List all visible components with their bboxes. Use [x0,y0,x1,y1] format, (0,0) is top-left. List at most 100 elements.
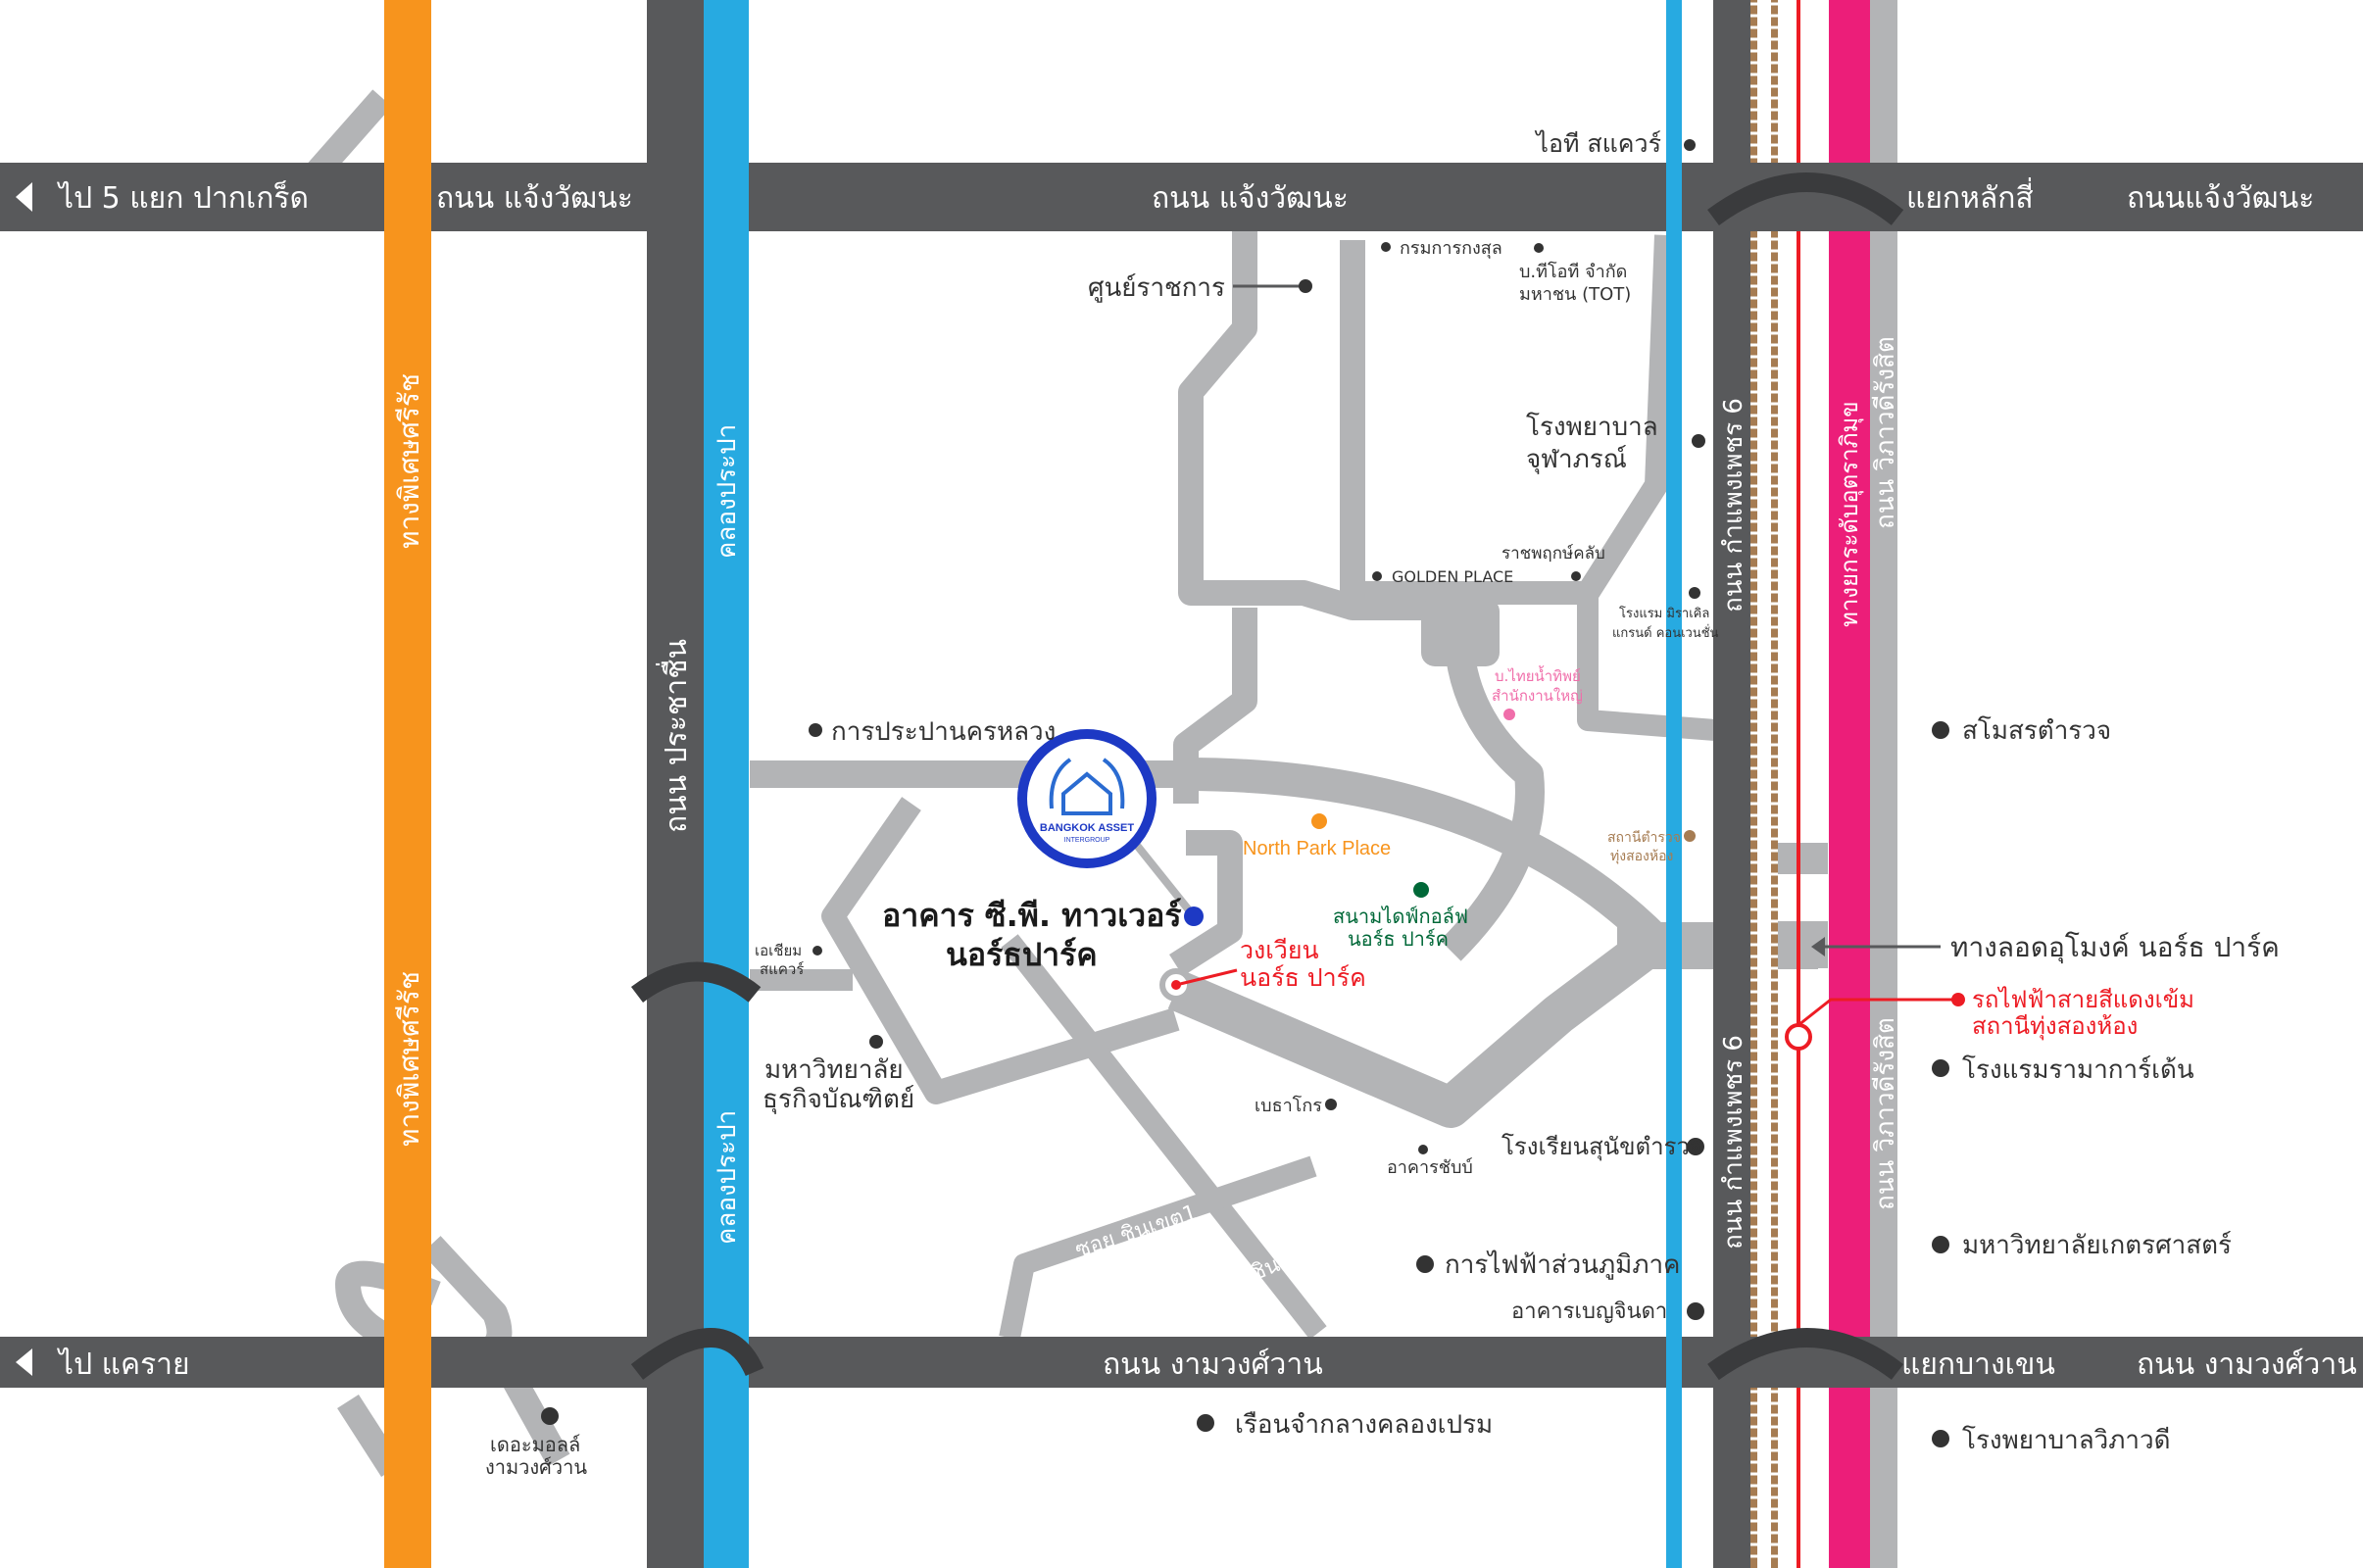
bangkok-asset-logo: BANGKOK ASSET INTERGROUP [1017,729,1157,868]
logo-brand: BANGKOK ASSET [1040,822,1134,834]
place-waterworks-line2: สำนักงานใหญ่ [1492,687,1583,705]
place-hotel-line2: แกรนด์ คอนเวนชั่น [1612,624,1719,641]
place-betagro: เบธาโกร [1255,1095,1322,1116]
place-dot [809,723,822,737]
road-label: ถนน งามวงศ์วาน [2137,1348,2357,1382]
road-label: แยกบางเขน [1901,1348,2055,1382]
place-benchinda: อาคารเบญจินดา [1511,1299,1667,1324]
place-police-station-line1: สถานีตำรวจ [1607,830,1681,846]
place-dot [1689,587,1700,599]
place-chulabhorn-line2: จุฬาภรณ์ [1526,445,1627,474]
road-label: ถนนแจ้งวัฒนะ [2127,181,2314,216]
minor-road-north-park-arc [1185,758,1669,954]
place-dot [1687,1302,1704,1320]
place-hotel-line1: โรงแรม มิราเคิล [1619,606,1709,621]
laurel-icon [1102,758,1125,809]
place-dot [1571,571,1581,581]
place-dot [1932,1059,1949,1077]
train-line1: รถไฟฟ้าสายสีแดงเข้ม [1972,986,2194,1013]
road-label: ถนน วิภาวดีรังสิต [1871,336,1900,529]
marker-pointer [1131,840,1198,919]
place-kasetsart: มหาวิทยาลัยเกตรศาสตร์ [1962,1231,2232,1260]
place-dot-brown [1684,830,1696,842]
place-dot [1418,1145,1428,1154]
place-dot [869,1035,883,1049]
place-dot [1932,1236,1949,1253]
place-chulabhorn-line1: โรงพยาบาล [1526,412,1658,442]
train-pointer [1797,998,1955,1027]
minor-road-golden-place [1440,603,1545,961]
minor-road-roundabout-feeder [1169,830,1243,976]
kamphaeng-phet-6-road [1713,0,1750,1568]
tunnel-label: ทางลอดอุโมงค์ นอร์ธ ปาร์ค [1950,931,2280,964]
place-police-station-line2: ทุ่งสองห้อง [1610,849,1673,864]
place-dot [812,946,822,956]
place-dot [1381,242,1391,252]
arrow-left-icon [16,182,32,212]
train-line2: สถานีทุ่งสองห้อง [1972,1012,2138,1041]
place-tot-line2: มหาชน (TOT) [1519,284,1631,305]
building-name-line1: อาคาร ซี.พี. ทาวเวอร์ [882,897,1182,934]
place-royal-club: ราชพฤกษ์คลับ [1501,544,1605,564]
road-label: ทางยกระดับอุตราภิมุข [1836,401,1864,627]
road-label: ซอย ชินเขต2 [1204,1234,1330,1303]
road-label: ถนน แจ้งวัฒนะ [436,181,633,216]
road-label: ทางพิเศษศรีรัช [393,971,425,1147]
place-mwa: การประปานครหลวง [831,717,1056,747]
place-amarin-line1: เอเชียม [755,942,802,959]
logo-sub: INTERGROUP [1064,837,1110,844]
place-police-club: สโมสรตำรวจ [1962,715,2111,746]
place-police-kinder: โรงเรียนสุนัขตำรวจ [1501,1133,1703,1161]
place-government-center: ศูนย์ราชการ [1088,273,1225,303]
place-dot [1372,571,1382,581]
minor-road-soi-chinnakhet-1 [999,1155,1317,1341]
roundabout-pointer [1175,968,1238,987]
place-dot [1687,1138,1704,1155]
minor-road-dpu-block [821,797,1180,1104]
place-rama-gardens: โรงแรมรามาการ์เด้น [1962,1054,2194,1085]
roundabout-line2: นอร์ธ ปาร์ค [1240,963,1366,992]
arrow-left-icon [16,1348,32,1376]
place-dot-green [1413,882,1429,898]
place-tot-line1: บ.ทีโอที จำกัด [1519,261,1627,282]
place-dpu-line1: มหาวิทยาลัย [764,1055,904,1085]
uttaraphimuk-tollway [1829,0,1870,1568]
road-label: ถนน แจ้งวัฒนะ [1152,181,1349,216]
place-dot [1416,1255,1434,1273]
minor-road-diagonal-sw [1001,934,1327,1340]
road-label: ถนน กำแพงเพชร 6 [1719,1035,1748,1250]
road-label: ถนน ประชาชื่น [656,639,694,833]
roundabout-line1: วงเวียน [1240,936,1319,964]
place-north-park-place: North Park Place [1243,838,1391,859]
prapa-canal-overlay [704,0,749,1568]
building-name-line2: นอร์ธปาร์ค [946,936,1098,973]
minor-road-government-east [1340,240,1451,620]
place-dot [1932,721,1949,739]
place-dot [1534,243,1544,253]
road-label: ถนน กำแพงเพชร 6 [1719,398,1748,612]
minor-road-government-loop [1178,196,1356,620]
place-the-mall-line1: เดอะมอลล์ [490,1433,580,1456]
place-rights-dept: กรมการกงสุล [1400,238,1502,259]
road-label: คลองประปา [713,1110,742,1245]
road-label: ไป แคราย [57,1347,190,1382]
place-golf-line2: นอร์ธ ปาร์ค [1348,927,1449,951]
place-dot [1932,1430,1949,1447]
place-waterworks-line1: บ.ไทยน้ำทิพย์ [1495,665,1581,685]
road-label: แยกหลักสี่ [1906,177,2034,216]
place-chap-building: อาคารชับบ์ [1387,1157,1473,1178]
place-vibhavadi-hospital: โรงพยาบาลวิภาวดี [1962,1425,2170,1455]
road-label: ถนน วิภาวดีรังสิต [1871,1017,1900,1210]
place-dot [541,1407,559,1425]
place-it-square: ไอที สแควร์ [1534,129,1661,158]
train-station-icon [1785,1023,1812,1051]
place-amarin-line2: สแควร์ [760,960,804,978]
east-canal [1666,0,1682,1568]
place-khlong-prem: เรือนจำกลางคลองเปรม [1235,1410,1493,1440]
si-rat-expressway [384,0,431,1568]
place-golf-line1: สนามไดฟ์กอล์ฟ [1333,905,1468,928]
place-dot-orange [1311,813,1327,829]
place-dpu-line2: ธุรกิจบัณฑิตย์ [763,1085,914,1114]
place-golden-place: GOLDEN PLACE [1392,567,1513,586]
